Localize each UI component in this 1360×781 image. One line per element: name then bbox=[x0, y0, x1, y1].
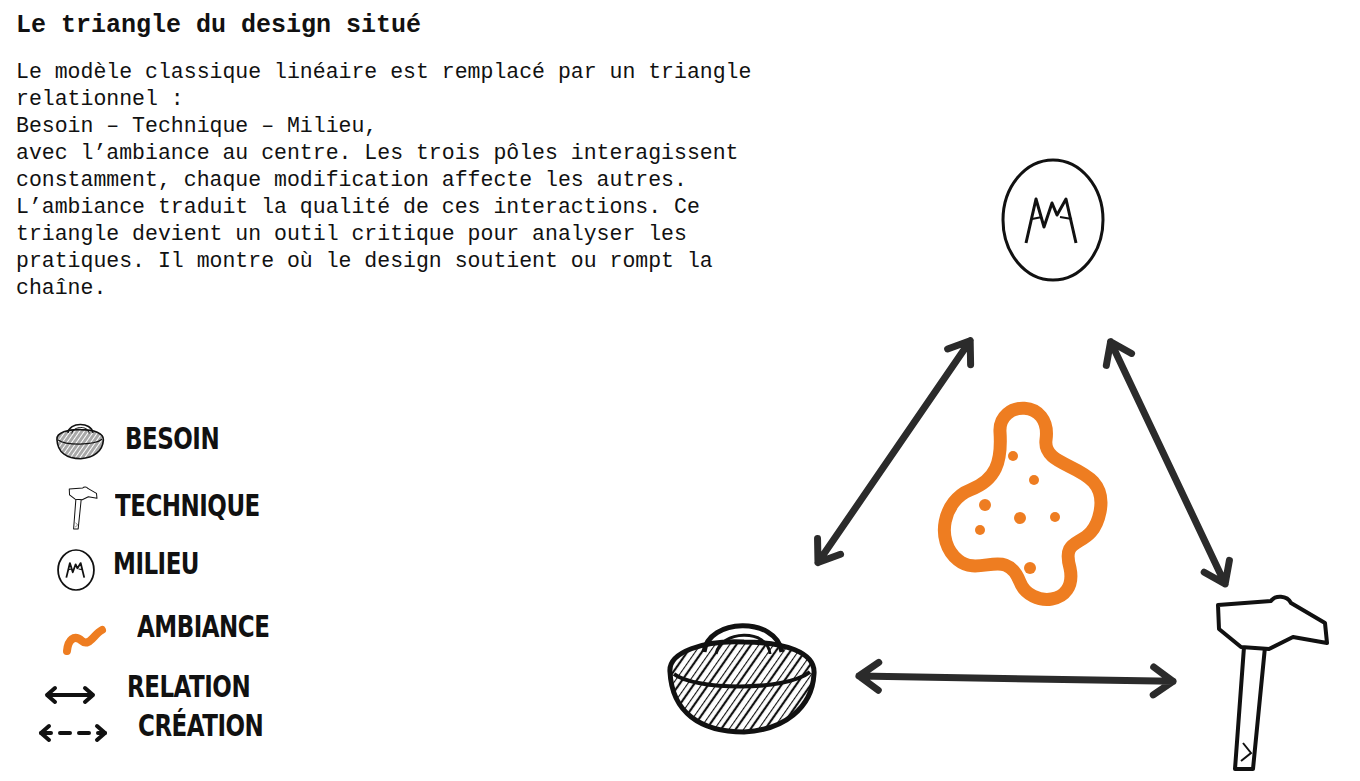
ambiance-blob bbox=[944, 408, 1101, 599]
legend-label: TECHNIQUE bbox=[115, 491, 260, 521]
besoin-icon-path bbox=[716, 635, 770, 654]
milieu-icon-ellipse bbox=[1003, 160, 1103, 280]
besoin-icon bbox=[664, 612, 819, 736]
besoin-icon-svg bbox=[664, 612, 819, 736]
blob-dot bbox=[975, 525, 985, 535]
relation-swatch-svg bbox=[42, 683, 98, 707]
besoin-icon-rect bbox=[664, 612, 819, 736]
milieu-swatch-path bbox=[68, 568, 82, 570]
technique-swatch-path bbox=[69, 487, 97, 500]
milieu-icon-path bbox=[1026, 199, 1076, 243]
technique-swatch-path bbox=[75, 523, 78, 527]
besoin-swatch-path bbox=[72, 427, 89, 433]
besoin-swatch-path bbox=[68, 424, 93, 432]
technique-icon-path bbox=[1241, 743, 1251, 761]
ambiance-swatch bbox=[60, 618, 110, 656]
milieu-icon bbox=[1000, 157, 1106, 283]
blob-dot bbox=[979, 499, 991, 511]
technique-icon bbox=[1213, 593, 1331, 773]
relation-arrow bbox=[859, 662, 1173, 695]
blob-dot bbox=[1014, 512, 1026, 524]
description-text: Le modèle classique linéaire est remplac… bbox=[16, 59, 791, 113]
relation-swatch-path bbox=[47, 688, 93, 702]
besoin-swatch-path bbox=[58, 439, 102, 444]
description-text: avec l’ambiance au centre. Les trois pôl… bbox=[16, 140, 791, 302]
relation-swatch bbox=[42, 683, 98, 707]
technique-swatch bbox=[68, 486, 98, 530]
blob-dot bbox=[1024, 562, 1036, 574]
technique-swatch-svg bbox=[68, 486, 98, 530]
milieu-swatch-ellipse bbox=[58, 550, 94, 590]
legend-label: AMBIANCE bbox=[137, 612, 269, 642]
creation-swatch-svg bbox=[36, 721, 110, 745]
technique-icon-path bbox=[1235, 647, 1265, 769]
blob-dot bbox=[1029, 475, 1039, 485]
besoin-swatch bbox=[55, 420, 105, 460]
milieu-icon-path bbox=[1032, 217, 1072, 219]
legend-label: CRÉATION bbox=[138, 711, 263, 741]
milieu-swatch-svg bbox=[57, 549, 95, 591]
blob-dot bbox=[1008, 451, 1018, 461]
besoin-swatch-svg bbox=[55, 420, 105, 460]
creation-swatch-path bbox=[41, 731, 105, 735]
blob-dot bbox=[1050, 512, 1060, 522]
legend-label: RELATION bbox=[127, 672, 250, 702]
technique-icon-path bbox=[1218, 597, 1327, 649]
milieu-icon-svg bbox=[1000, 157, 1106, 283]
description-text: Besoin – Technique – Milieu, bbox=[16, 113, 791, 140]
besoin-icon-path bbox=[704, 626, 782, 652]
milieu-swatch-path bbox=[66, 563, 84, 578]
milieu-swatch bbox=[57, 549, 95, 591]
legend-label: MILIEU bbox=[113, 549, 199, 579]
creation-swatch-path bbox=[41, 726, 105, 740]
blob-outline bbox=[944, 408, 1101, 599]
relation-arrow bbox=[1106, 342, 1229, 584]
technique-swatch-path bbox=[74, 499, 82, 529]
ambiance-swatch-svg bbox=[60, 618, 110, 656]
relation-arrow bbox=[818, 341, 971, 563]
legend-label: BESOIN bbox=[125, 424, 219, 454]
creation-swatch bbox=[36, 721, 110, 745]
technique-icon-svg bbox=[1213, 593, 1331, 773]
ambiance-swatch-path bbox=[67, 630, 102, 651]
besoin-icon-path bbox=[674, 672, 810, 687]
description-block: Le modèle classique linéaire est remplac… bbox=[16, 59, 791, 302]
title-text: Le triangle du design situé bbox=[16, 11, 421, 40]
besoin-swatch-rect bbox=[55, 420, 105, 460]
